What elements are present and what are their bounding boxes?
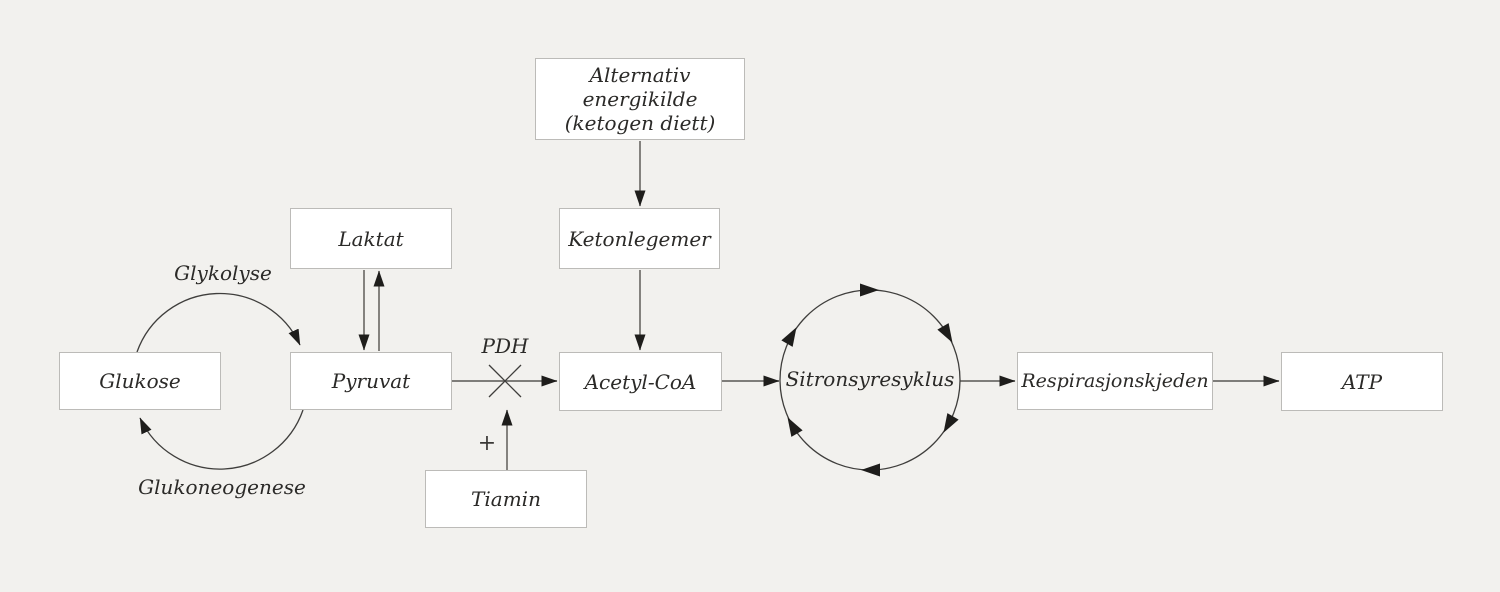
citric-cycle-arrowheads bbox=[781, 283, 959, 477]
node-label: Respirasjonskjeden bbox=[1021, 369, 1209, 392]
cycle-arrowhead bbox=[860, 283, 879, 297]
node-label: ATP bbox=[1341, 369, 1383, 394]
pdh-enzyme-label: PDH bbox=[481, 334, 529, 358]
node-acetyl-coa: Acetyl-CoA bbox=[559, 352, 722, 411]
node-respirasjonskjeden: Respirasjonskjeden bbox=[1017, 352, 1213, 410]
node-glukose: Glukose bbox=[59, 352, 221, 410]
node-pyruvat: Pyruvat bbox=[290, 352, 452, 410]
node-ketonlegemer: Ketonlegemer bbox=[559, 208, 720, 269]
node-label: Alternativ energikilde bbox=[582, 63, 698, 111]
blocked-cross-icon bbox=[488, 364, 522, 398]
node-label: Tiamin bbox=[471, 487, 541, 511]
glycolysis-label: Glykolyse bbox=[174, 261, 272, 285]
node-label: Glukose bbox=[99, 369, 181, 393]
cycle-arrowhead bbox=[943, 413, 959, 433]
glycolysis-arc bbox=[136, 292, 301, 353]
node-atp: ATP bbox=[1281, 352, 1443, 411]
cycle-arrowhead bbox=[781, 327, 797, 347]
cycle-arrowhead bbox=[787, 417, 803, 437]
cycle-arrowhead bbox=[861, 463, 880, 477]
node-label: Acetyl-CoA bbox=[584, 369, 697, 394]
node-label: Ketonlegemer bbox=[568, 226, 711, 251]
node-label: Laktat bbox=[338, 226, 404, 251]
gluconeogenesis-arc bbox=[139, 409, 304, 470]
node-alternativ-energikilde: Alternativ energikilde (ketogen diett) bbox=[535, 58, 745, 140]
node-label: Pyruvat bbox=[331, 369, 411, 393]
node-laktat: Laktat bbox=[290, 208, 452, 269]
gluconeogenesis-label: Glukoneogenese bbox=[138, 475, 306, 499]
citric-cycle-label: Sitronsyresyklus bbox=[785, 367, 955, 391]
node-label: (ketogen diett) bbox=[564, 111, 716, 135]
cycle-arrowhead bbox=[937, 323, 953, 343]
node-tiamin: Tiamin bbox=[425, 470, 587, 528]
stimulation-plus-sign: + bbox=[477, 431, 497, 456]
